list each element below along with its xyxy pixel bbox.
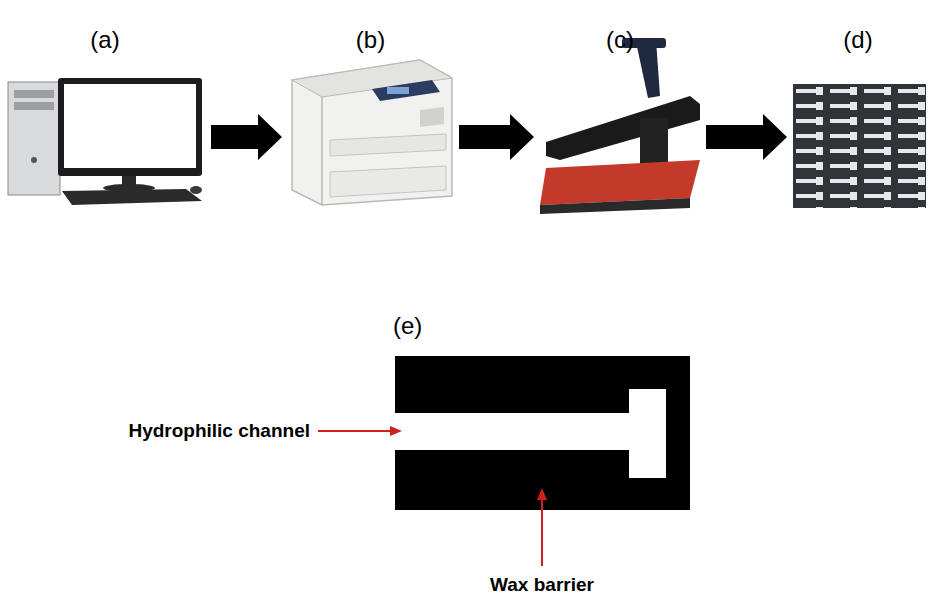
heat-press-icon bbox=[540, 38, 700, 214]
panel-letter: (e) bbox=[393, 312, 690, 340]
block-arrow bbox=[706, 114, 787, 160]
figure-panel: (d) bbox=[793, 26, 923, 210]
figure-panel: (a) bbox=[5, 26, 205, 210]
figure-panel: (e) bbox=[393, 312, 690, 512]
printed-sheet bbox=[793, 84, 926, 208]
printer-icon bbox=[292, 60, 452, 205]
block-arrow bbox=[459, 114, 534, 160]
panel-letter: (c) bbox=[540, 26, 700, 54]
panel-letter: (b) bbox=[288, 26, 453, 54]
device-pattern bbox=[395, 356, 690, 510]
panel-letter: (d) bbox=[793, 26, 923, 54]
part-label: Hydrophilic channel bbox=[128, 420, 310, 442]
panel-letter: (a) bbox=[5, 26, 205, 54]
part-label: Wax barrier bbox=[490, 574, 594, 596]
figure-panel: (b) bbox=[288, 26, 453, 210]
computer-icon bbox=[8, 78, 202, 205]
leader-arrow bbox=[318, 426, 547, 566]
figure-panel: (c) bbox=[540, 26, 700, 210]
block-arrow bbox=[211, 114, 282, 160]
